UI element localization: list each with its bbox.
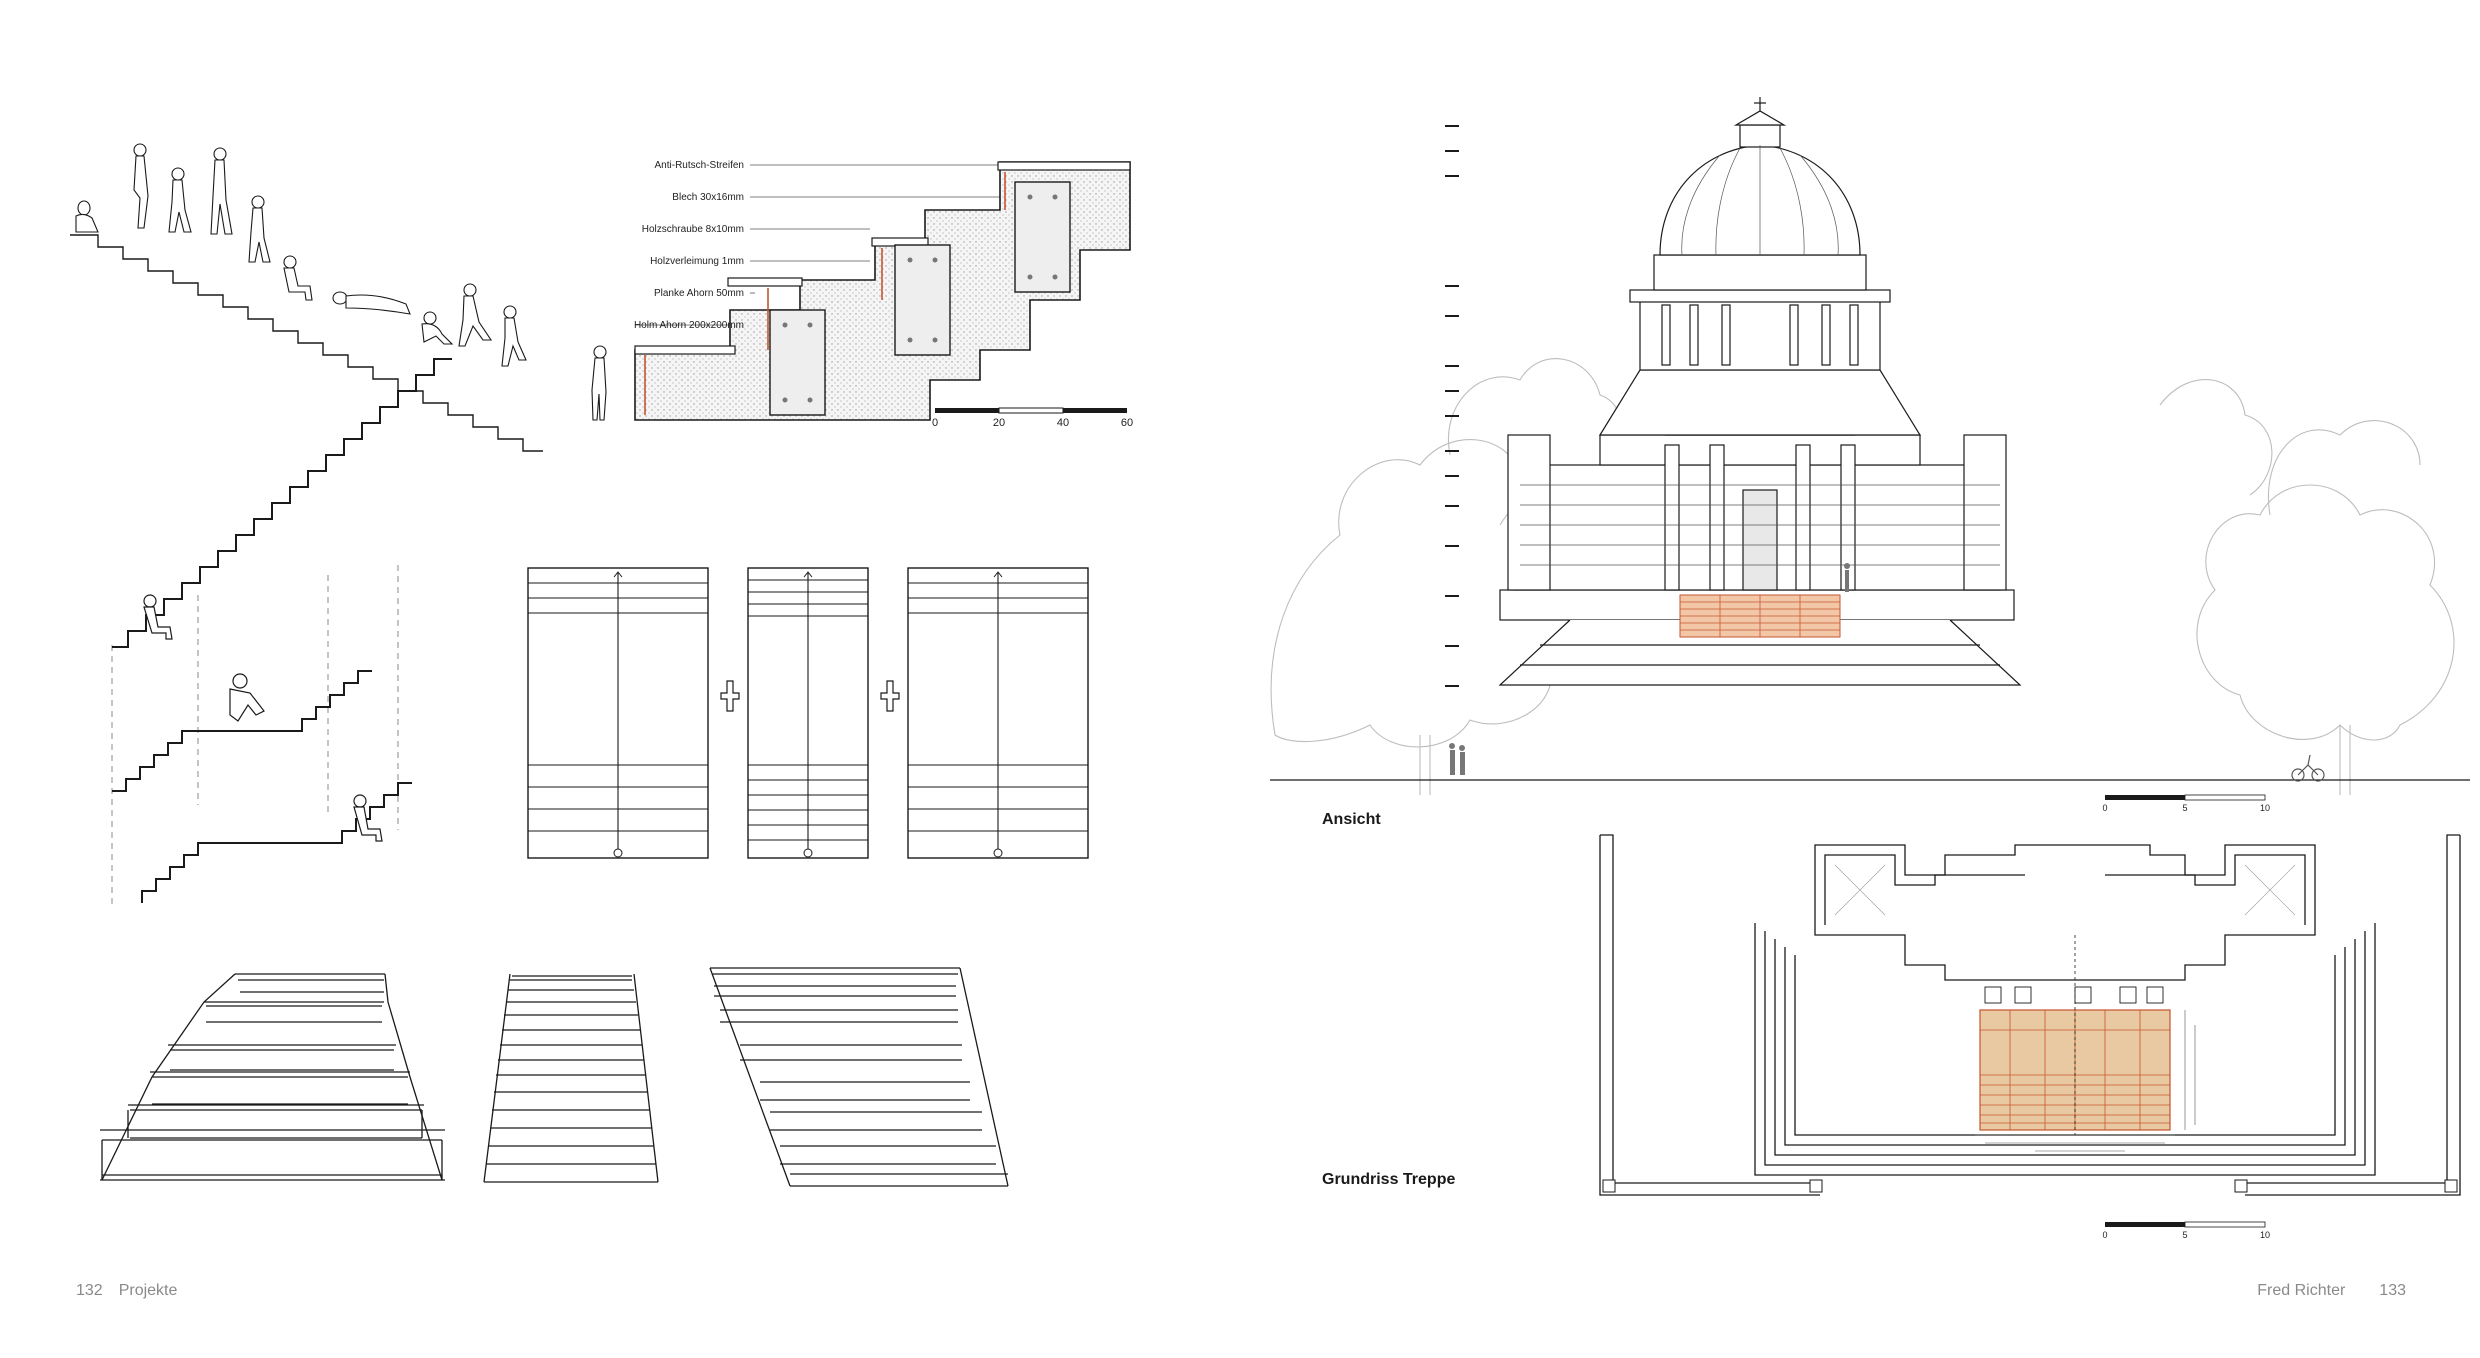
svg-text:40: 40 bbox=[1057, 417, 1069, 429]
left-footer: 132 Projekte bbox=[76, 1282, 177, 1300]
label-glue: Holzverleimung 1mm bbox=[650, 256, 744, 267]
people-on-stairs-sketch bbox=[70, 140, 630, 452]
stair-floor-plan: 0 5 10 bbox=[1595, 834, 2480, 1255]
svg-text:5: 5 bbox=[2182, 803, 2187, 813]
building-elevation bbox=[1498, 97, 2022, 686]
left-page: Anti-Rutsch-Streifen Blech 30x16mm Holzs… bbox=[70, 140, 1140, 1300]
stair-detail-section: Anti-Rutsch-Streifen Blech 30x16mm Holzs… bbox=[620, 150, 1140, 430]
label-anti-slip: Anti-Rutsch-Streifen bbox=[655, 160, 744, 171]
right-footer: Fred Richter 133 bbox=[2257, 1282, 2406, 1300]
plus-icon bbox=[720, 680, 900, 712]
svg-text:5: 5 bbox=[2182, 1230, 2187, 1240]
label-sheet: Blech 30x16mm bbox=[672, 192, 744, 203]
author-name: Fred Richter bbox=[2257, 1282, 2346, 1299]
right-page-number: 133 bbox=[2379, 1282, 2406, 1299]
svg-text:0: 0 bbox=[2102, 1230, 2107, 1240]
elevation-caption: Ansicht bbox=[1322, 811, 1381, 828]
svg-text:10: 10 bbox=[2260, 1230, 2270, 1240]
stair-perspective-sketches bbox=[100, 960, 1130, 1195]
label-stringer: Holm Ahorn 200x200mm bbox=[634, 320, 744, 331]
svg-text:0: 0 bbox=[932, 417, 938, 429]
right-page: 0 5 10 Ansicht bbox=[1240, 0, 2480, 1358]
svg-text:60: 60 bbox=[1121, 417, 1133, 429]
svg-text:0: 0 bbox=[2102, 803, 2107, 813]
orange-stair-elevation bbox=[1679, 594, 1841, 638]
label-screw: Holzschraube 8x10mm bbox=[642, 224, 744, 235]
elevation-scale-bar: 0 5 10 bbox=[2102, 794, 2270, 813]
plan-scale-bar: 0 5 10 bbox=[2102, 1221, 2270, 1240]
orange-stair-plan bbox=[1979, 935, 2171, 1135]
left-page-number: 132 bbox=[76, 1282, 103, 1299]
label-plank: Planke Ahorn 50mm bbox=[654, 288, 744, 299]
svg-text:10: 10 bbox=[2260, 803, 2270, 813]
elevation-drawing: 0 5 10 bbox=[1270, 97, 2470, 825]
stair-modules-diagram bbox=[525, 565, 1090, 860]
stair-section-diagram bbox=[108, 358, 452, 910]
detail-scale-bar: 0 20 40 60 bbox=[932, 407, 1133, 429]
plan-caption: Grundriss Treppe bbox=[1322, 1171, 1456, 1188]
section-title: Projekte bbox=[118, 1282, 178, 1299]
svg-text:20: 20 bbox=[993, 417, 1005, 429]
